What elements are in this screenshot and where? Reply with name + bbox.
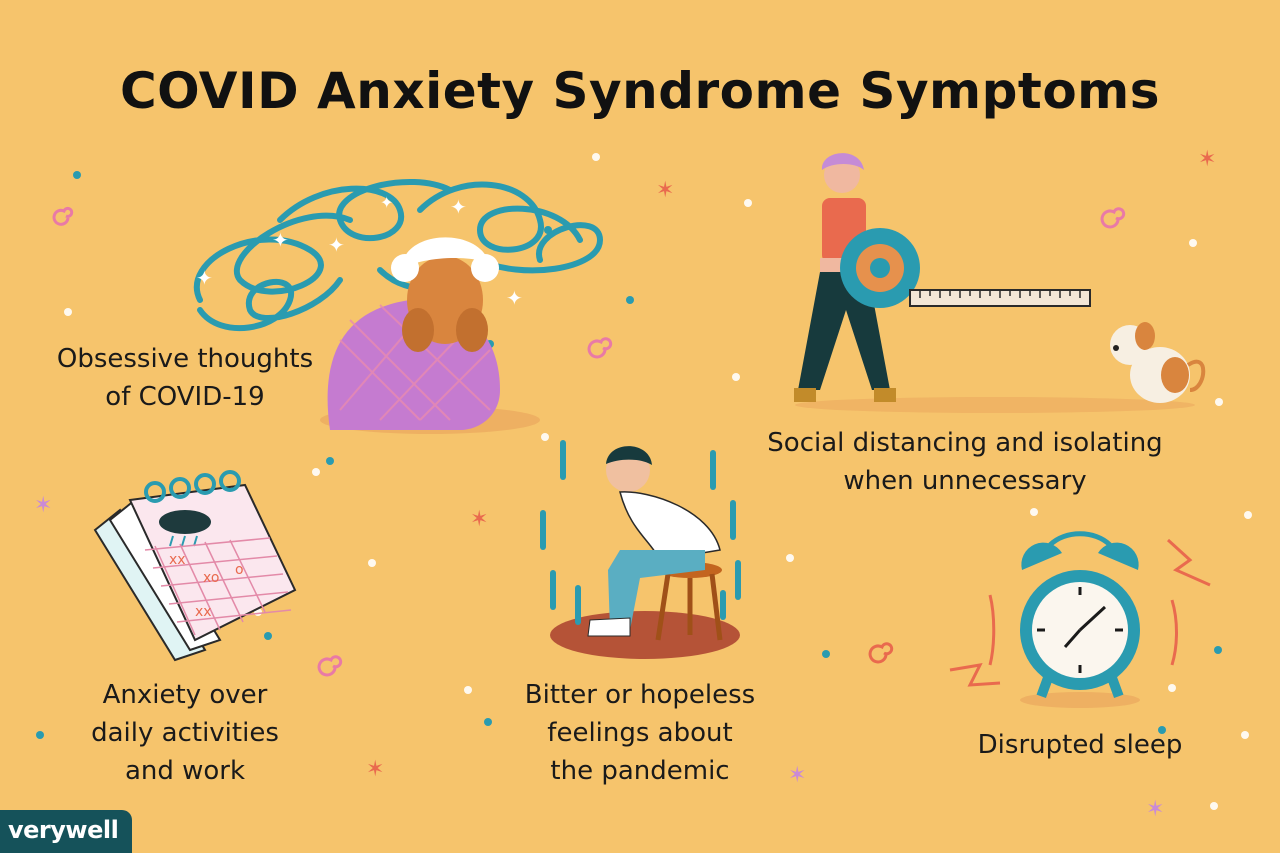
svg-text:✶: ✶ bbox=[34, 493, 52, 518]
tangled-thoughts-woman-icon: ✦ ✦ ✦ ✦ ✦ ✦ bbox=[194, 179, 604, 434]
symptom-caption-obsessive-thoughts: Obsessive thoughts of COVID-19 bbox=[40, 340, 330, 416]
svg-text:xo: xo bbox=[203, 570, 219, 586]
verywell-logo: verywell bbox=[0, 810, 132, 853]
caption-line: Social distancing and isolating bbox=[767, 428, 1163, 458]
caption-line: Disrupted sleep bbox=[977, 730, 1183, 760]
symptom-caption-disrupted-sleep: Disrupted sleep bbox=[955, 726, 1205, 764]
svg-text:✶: ✶ bbox=[656, 178, 674, 203]
svg-text:✶: ✶ bbox=[366, 757, 384, 782]
svg-text:✶: ✶ bbox=[470, 507, 488, 532]
svg-text:✦: ✦ bbox=[196, 266, 213, 290]
caption-line: of COVID-19 bbox=[105, 382, 265, 412]
svg-text:o: o bbox=[235, 562, 244, 578]
symptom-caption-daily-activities: Anxiety over daily activities and work bbox=[70, 676, 300, 790]
caption-line: feelings about bbox=[547, 718, 733, 748]
caption-line: Bitter or hopeless bbox=[524, 680, 756, 710]
caption-line: and work bbox=[124, 756, 246, 786]
symptom-caption-social-distancing: Social distancing and isolating when unn… bbox=[740, 424, 1190, 500]
svg-text:✦: ✦ bbox=[380, 193, 393, 212]
svg-text:xx: xx bbox=[195, 604, 212, 620]
caption-line: when unnecessary bbox=[843, 466, 1087, 496]
svg-text:✦: ✦ bbox=[272, 228, 289, 252]
svg-text:xx: xx bbox=[169, 552, 186, 568]
logo-text: verywell bbox=[8, 816, 119, 844]
page-title: COVID Anxiety Syndrome Symptoms bbox=[119, 62, 1161, 120]
alarm-clock-icon bbox=[949, 531, 1211, 708]
svg-text:✦: ✦ bbox=[328, 233, 345, 257]
svg-text:✶: ✶ bbox=[788, 763, 806, 788]
sad-man-in-rain-icon bbox=[540, 440, 741, 659]
svg-text:✦: ✦ bbox=[506, 286, 523, 310]
svg-text:✶: ✶ bbox=[1146, 797, 1164, 822]
symptom-caption-bitter-feelings: Bitter or hopeless feelings about the pa… bbox=[505, 676, 775, 790]
svg-text:✦: ✦ bbox=[450, 195, 467, 219]
svg-text:✶: ✶ bbox=[1198, 147, 1216, 172]
caption-line: Obsessive thoughts bbox=[56, 344, 314, 374]
caption-line: the pandemic bbox=[550, 756, 730, 786]
caption-line: Anxiety over bbox=[102, 680, 268, 710]
caption-line: daily activities bbox=[91, 718, 279, 748]
measuring-tape-distance-icon bbox=[794, 153, 1206, 413]
